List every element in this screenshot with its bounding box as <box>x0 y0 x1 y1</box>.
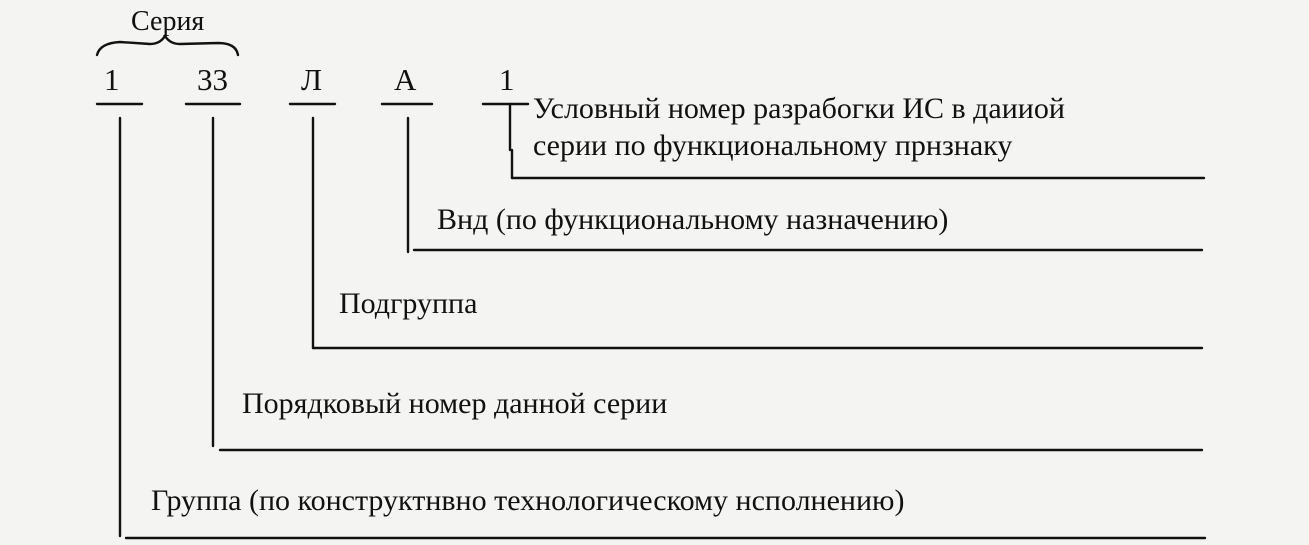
description-development-number-line2: серии по функциональному прнзнаку <box>533 129 1013 162</box>
code-group: 1 <box>104 62 120 97</box>
code-series-number: 33 <box>197 62 228 97</box>
description-series-number: Порядковый номер данной серии <box>242 387 668 420</box>
code-subgroup: Л <box>301 62 323 97</box>
description-type: Внд (по функциональному назначению) <box>437 203 949 236</box>
code-development-number: 1 <box>499 62 515 97</box>
code-type: А <box>394 62 417 97</box>
description-group: Группа (по конструктнвно технологическом… <box>151 484 905 517</box>
description-development-number-line1: Условный номер разрабогки ИС в даииой <box>533 92 1065 125</box>
description-subgroup: Подгруппа <box>339 287 478 320</box>
series-label: Серия <box>131 6 205 37</box>
series-brace <box>95 33 240 57</box>
